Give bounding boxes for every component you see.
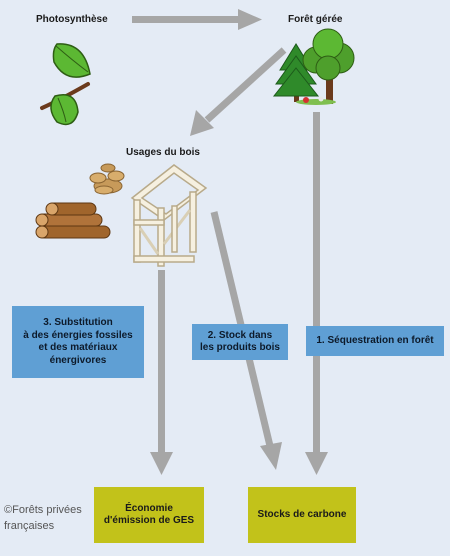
forest-icon: [272, 28, 355, 105]
leaves-icon: [40, 43, 91, 126]
logs-icon: [35, 202, 111, 239]
wood-chips-icon: [89, 163, 125, 195]
economie-box: Économie d'émission de GES: [94, 487, 204, 543]
arrow-sequestration: [305, 112, 328, 475]
substitution-label: 3. Substitution à des énergies fossiles …: [12, 306, 144, 378]
sequestration-label: 1. Séquestration en forêt: [306, 326, 444, 356]
arrow-foret-to-usages: [190, 47, 287, 136]
photosynthese-label: Photosynthèse: [36, 14, 108, 25]
usages-du-bois-label: Usages du bois: [126, 147, 200, 158]
stock-produits-label: 2. Stock dans les produits bois: [192, 324, 288, 360]
stocks-carbone-box: Stocks de carbone: [248, 487, 356, 543]
arrow-photosynthese-to-foret: [132, 9, 262, 30]
arrow-substitution: [150, 270, 173, 475]
house-frame-icon: [130, 164, 208, 267]
foret-geree-label: Forêt gérée: [288, 14, 343, 25]
copyright-credit: ©Forêts privées françaises: [4, 504, 82, 532]
